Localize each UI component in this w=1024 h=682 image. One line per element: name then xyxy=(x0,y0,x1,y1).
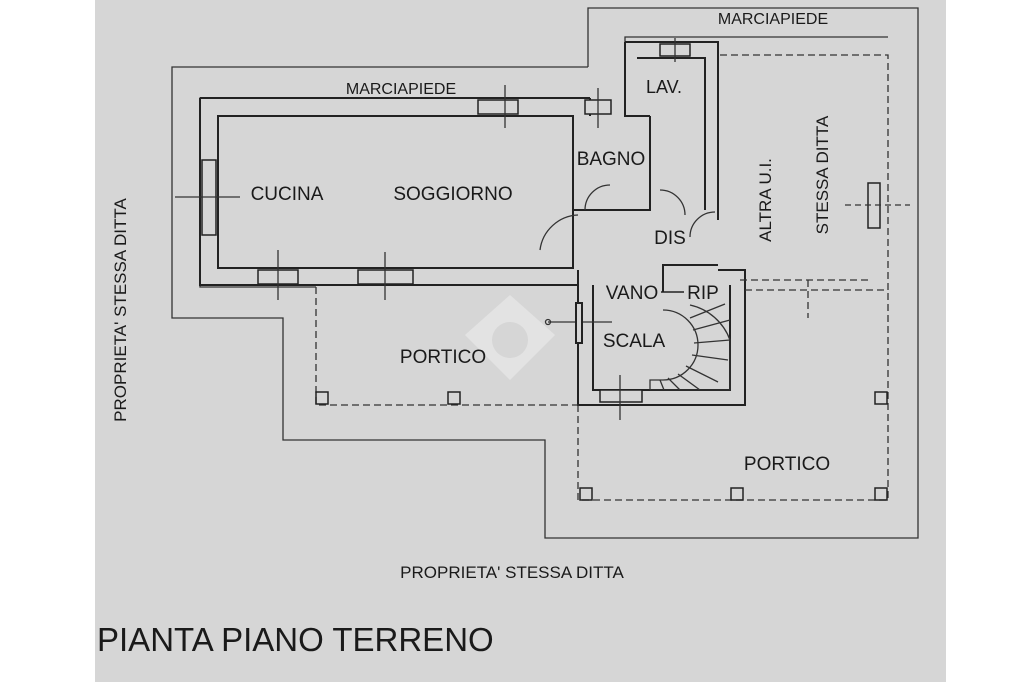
label-dis: DIS xyxy=(654,228,686,249)
window-axes xyxy=(175,38,910,420)
portico-pillars xyxy=(315,391,888,501)
label-cucina: CUCINA xyxy=(251,184,324,205)
label-altra-ui: ALTRA U.I. xyxy=(756,158,775,242)
label-portico-right: PORTICO xyxy=(744,454,830,475)
watermark-logo xyxy=(465,295,555,380)
label-sidewalk-top: MARCIAPIEDE xyxy=(718,11,828,28)
dashed-outlines xyxy=(315,54,889,501)
label-rip: RIP xyxy=(687,283,719,304)
label-sidewalk-left: MARCIAPIEDE xyxy=(346,81,456,98)
label-bagno: BAGNO xyxy=(577,149,646,170)
label-stessa-ditta: STESSA DITTA xyxy=(813,115,832,234)
label-scala: SCALA xyxy=(603,331,666,352)
label-portico-left: PORTICO xyxy=(400,347,486,368)
property-boundary xyxy=(171,7,919,539)
plan-title: PIANTA PIANO TERRENO xyxy=(97,621,494,658)
label-soggiorno: SOGGIORNO xyxy=(393,184,512,205)
label-property-bottom: PROPRIETA' STESSA DITTA xyxy=(400,563,624,582)
windows xyxy=(201,43,881,403)
label-vano: VANO xyxy=(606,283,658,304)
label-property-left: PROPRIETA' STESSA DITTA xyxy=(111,198,130,422)
spiral-staircase xyxy=(544,302,731,391)
label-lav: LAV. xyxy=(646,77,682,97)
